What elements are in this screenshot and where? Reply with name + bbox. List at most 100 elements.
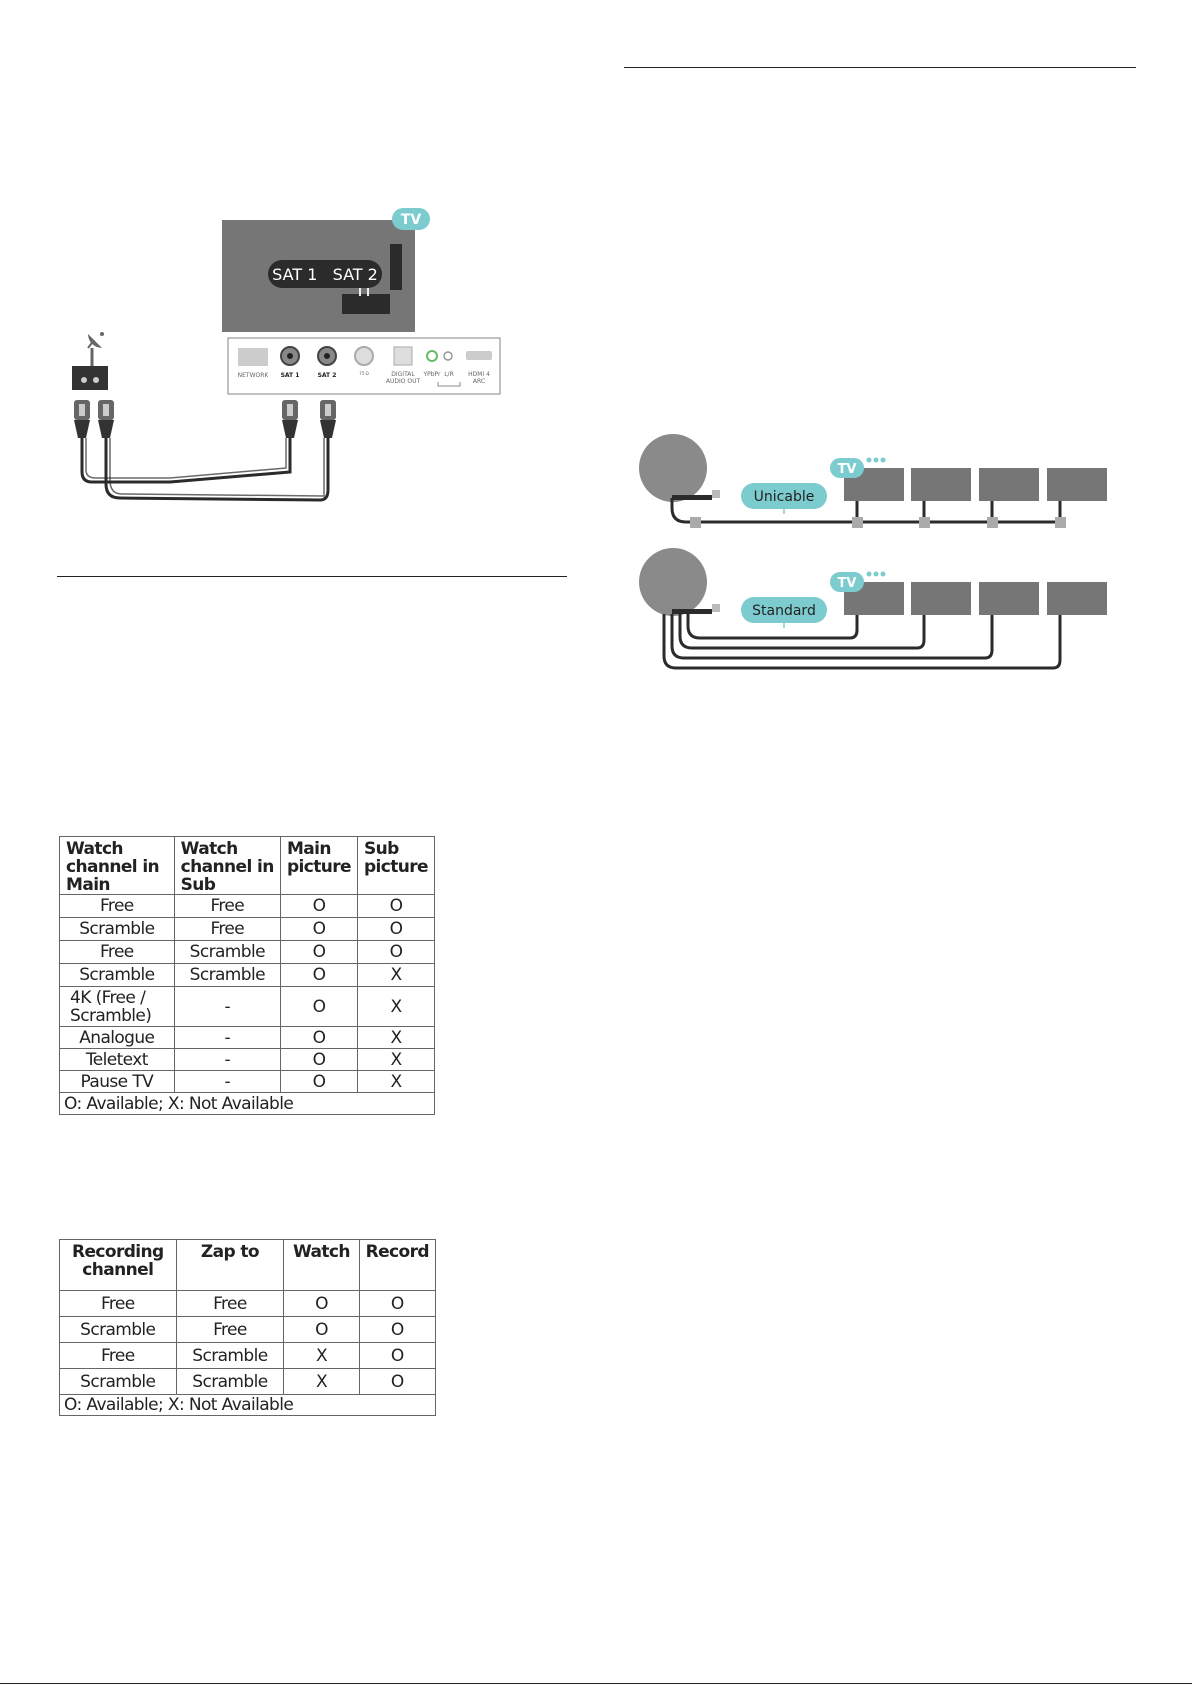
table-cell: 4K (Free / Scramble) bbox=[59, 986, 175, 1027]
table2-header-watch: Watch bbox=[283, 1239, 360, 1291]
standard-tv-badge-label: TV bbox=[838, 576, 857, 591]
table-cell: X bbox=[283, 1368, 360, 1395]
bottom-rule bbox=[0, 1683, 1192, 1684]
table-cell: X bbox=[356, 1070, 436, 1093]
table-cell: Free bbox=[59, 1290, 177, 1317]
table-cell: X bbox=[283, 1342, 360, 1369]
table1-header-sub-picture: Sub picture bbox=[356, 836, 436, 895]
unicable-tv-4 bbox=[1047, 468, 1107, 501]
standard-tv-4 bbox=[1047, 582, 1107, 615]
table-cell: Scramble bbox=[173, 940, 281, 964]
port-label-sat1: SAT 1 bbox=[281, 372, 300, 379]
unicable-label-pill bbox=[741, 483, 827, 509]
table-cell: Free bbox=[173, 894, 281, 918]
standard-cables bbox=[662, 614, 1062, 670]
hdmi-port-icon bbox=[466, 351, 492, 360]
port-label-arc: ARC bbox=[473, 378, 485, 385]
satellite-connection-diagram: SAT 1 SAT 2 TV NETWORK SAT 1 SAT 2 75 Ω … bbox=[72, 208, 501, 502]
table-cell: Free bbox=[59, 894, 175, 918]
tv-badge-icon bbox=[392, 208, 430, 230]
cable-sat1 bbox=[80, 438, 292, 484]
table-cell: Free bbox=[59, 940, 175, 964]
table-cell: Scramble bbox=[175, 1368, 285, 1395]
table-cell: Scramble bbox=[173, 963, 281, 987]
table-cell: O bbox=[279, 894, 358, 918]
sat-label-pill bbox=[268, 260, 382, 288]
table-cell: Analogue bbox=[59, 1026, 175, 1049]
table-cell: X bbox=[356, 986, 436, 1027]
port-label-hdmi4: HDMI 4 bbox=[468, 371, 490, 378]
unicable-tv-2 bbox=[911, 468, 971, 501]
table-cell: O bbox=[279, 940, 358, 964]
table-cell: O bbox=[358, 1368, 437, 1395]
port-label-digital: DIGITAL bbox=[391, 371, 415, 378]
lnb-box-icon bbox=[72, 366, 108, 390]
tv-badge-label: TV bbox=[401, 212, 422, 228]
unicable-tv-3 bbox=[979, 468, 1039, 501]
optical-port-icon bbox=[393, 346, 413, 366]
table-cell: O bbox=[283, 1290, 360, 1317]
unicable-dish-icon bbox=[639, 434, 707, 502]
standard-tv-3 bbox=[979, 582, 1039, 615]
port-label-sat2: SAT 2 bbox=[318, 372, 337, 379]
main-sub-picture-table: Watch channel in Main Watch channel in S… bbox=[59, 836, 436, 1115]
table-cell: - bbox=[173, 1070, 281, 1093]
ypbpr-port-icon bbox=[426, 350, 438, 362]
table-cell: X bbox=[356, 1048, 436, 1071]
table-cell: O bbox=[283, 1316, 360, 1343]
table-cell: X bbox=[356, 1026, 436, 1049]
sat-label: SAT 1 SAT 2 bbox=[272, 265, 378, 284]
standard-dish-icon bbox=[639, 548, 707, 616]
table-cell: O bbox=[358, 1290, 437, 1317]
table-cell: Scramble bbox=[175, 1342, 285, 1369]
standard-label-pill bbox=[741, 597, 827, 623]
standard-tv-2 bbox=[911, 582, 971, 615]
table1-header-main: Watch channel in Main bbox=[59, 836, 175, 895]
table-cell: X bbox=[356, 963, 436, 987]
table-cell: O bbox=[356, 940, 436, 964]
standard-tv-badge bbox=[830, 572, 864, 592]
cable-connectors bbox=[74, 400, 336, 438]
standard-label: Standard bbox=[752, 603, 816, 619]
table-cell: O bbox=[279, 963, 358, 987]
port-label-antenna: 75 Ω bbox=[359, 371, 368, 376]
port-label-ypbpr: YPbPr bbox=[422, 371, 441, 378]
port-label-lr: L/R bbox=[444, 371, 454, 378]
table-cell: - bbox=[173, 986, 281, 1027]
unicable-tv-badge-label: TV bbox=[838, 462, 857, 477]
port-label-audio-out: AUDIO OUT bbox=[386, 378, 421, 385]
table-cell: O bbox=[279, 1048, 358, 1071]
top-right-rule bbox=[624, 67, 1136, 68]
tv-slot bbox=[390, 244, 402, 290]
table-cell: Scramble bbox=[59, 1368, 177, 1395]
table2-legend-note: O: Available; X: Not Available bbox=[59, 1394, 436, 1416]
table-cell: Scramble bbox=[59, 1316, 177, 1343]
satellite-dish-icon bbox=[87, 332, 104, 366]
table1-header-main-picture: Main picture bbox=[279, 836, 358, 895]
table-cell: O bbox=[358, 1342, 437, 1369]
antenna-port-icon bbox=[354, 346, 374, 366]
table-cell: Pause TV bbox=[59, 1070, 175, 1093]
table-cell: Scramble bbox=[59, 917, 175, 941]
table-cell: O bbox=[279, 1026, 358, 1049]
table-cell: O bbox=[279, 986, 358, 1027]
table-cell: O bbox=[279, 1070, 358, 1093]
table1-header-sub: Watch channel in Sub bbox=[173, 836, 281, 895]
table-cell: O bbox=[356, 917, 436, 941]
sat-connector-block bbox=[342, 294, 390, 314]
table-cell: Free bbox=[173, 917, 281, 941]
table-cell: Free bbox=[175, 1316, 285, 1343]
table-cell: Teletext bbox=[59, 1048, 175, 1071]
table-cell: Free bbox=[175, 1290, 285, 1317]
